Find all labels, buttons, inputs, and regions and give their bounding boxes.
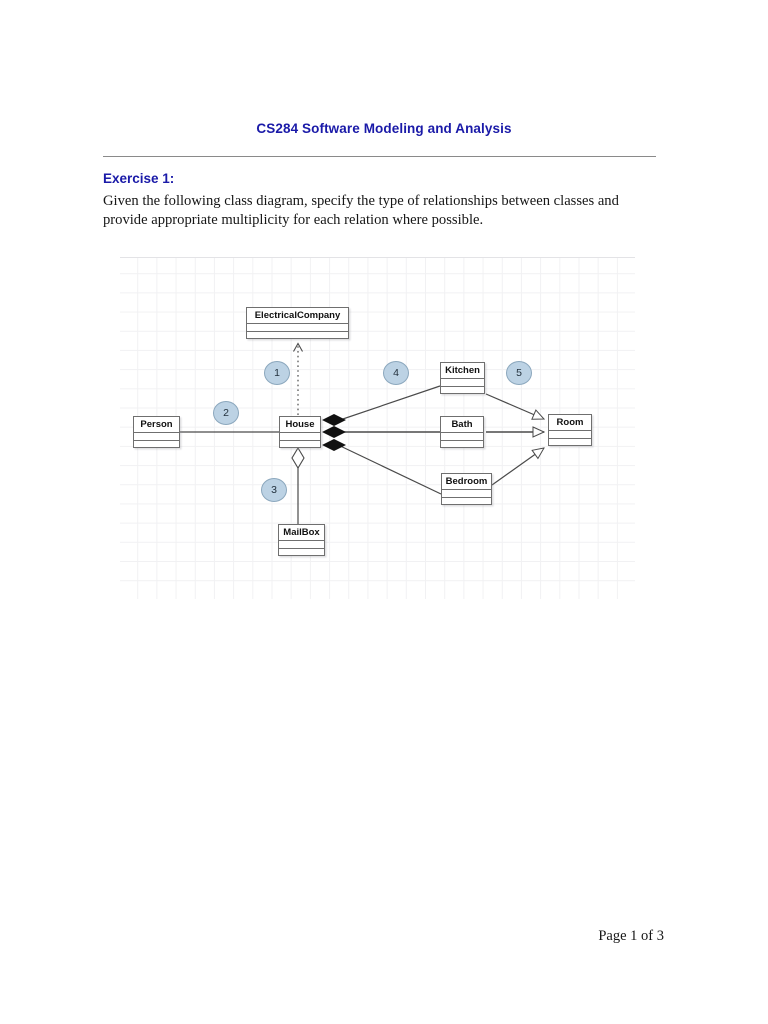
class-name-bath: Bath: [441, 417, 483, 433]
class-box-bedroom[interactable]: Bedroom: [441, 473, 492, 505]
composition-diamond-bath: [322, 426, 346, 438]
class-attributes-compartment: [280, 433, 320, 441]
class-box-electricalcompany[interactable]: ElectricalCompany: [246, 307, 349, 339]
edge-house-kitchen: [333, 385, 441, 423]
class-name-house: House: [280, 417, 320, 433]
class-attributes-compartment: [247, 324, 348, 332]
class-attributes-compartment: [549, 431, 591, 439]
relationship-badge-5[interactable]: 5: [506, 361, 532, 385]
class-operations-compartment: [280, 441, 320, 448]
class-attributes-compartment: [134, 433, 179, 441]
class-name-person: Person: [134, 417, 179, 433]
exercise-prompt: Given the following class diagram, speci…: [103, 193, 619, 228]
relationship-badge-3[interactable]: 3: [261, 478, 287, 502]
class-attributes-compartment: [279, 541, 324, 549]
class-operations-compartment: [442, 498, 491, 505]
header-divider: [103, 156, 656, 157]
class-name-mailbox: MailBox: [279, 525, 324, 541]
class-box-mailbox[interactable]: MailBox: [278, 524, 325, 556]
exercise-heading: Exercise 1:: [103, 171, 175, 186]
composition-diamond-bedroom: [322, 439, 346, 451]
page-title: CS284 Software Modeling and Analysis: [256, 121, 512, 136]
class-name-electricalcompany: ElectricalCompany: [247, 308, 348, 324]
uml-class-diagram: ElectricalCompany Person House MailBox K…: [120, 257, 635, 599]
diagram-connectors: [180, 342, 635, 524]
aggregation-diamond-mailbox: [291, 446, 305, 470]
class-box-kitchen[interactable]: Kitchen: [440, 362, 485, 394]
class-operations-compartment: [441, 387, 484, 394]
class-box-bath[interactable]: Bath: [440, 416, 484, 448]
class-operations-compartment: [441, 441, 483, 448]
class-operations-compartment: [247, 332, 348, 339]
class-operations-compartment: [279, 549, 324, 556]
edge-house-bedroom: [333, 442, 442, 495]
class-box-house[interactable]: House: [279, 416, 321, 448]
class-box-room[interactable]: Room: [548, 414, 592, 446]
class-box-person[interactable]: Person: [133, 416, 180, 448]
class-operations-compartment: [549, 439, 591, 446]
class-attributes-compartment: [442, 490, 491, 498]
page-footer: Page 1 of 3: [598, 928, 664, 944]
edge-bedroom-room: [491, 448, 544, 486]
relationship-badge-2[interactable]: 2: [213, 401, 239, 425]
class-operations-compartment: [134, 441, 179, 448]
edge-kitchen-room: [485, 393, 544, 419]
class-name-bedroom: Bedroom: [442, 474, 491, 490]
class-attributes-compartment: [441, 433, 483, 441]
class-attributes-compartment: [441, 379, 484, 387]
class-name-kitchen: Kitchen: [441, 363, 484, 379]
class-name-room: Room: [549, 415, 591, 431]
relationship-badge-1[interactable]: 1: [264, 361, 290, 385]
composition-diamond-kitchen: [322, 414, 346, 426]
relationship-badge-4[interactable]: 4: [383, 361, 409, 385]
